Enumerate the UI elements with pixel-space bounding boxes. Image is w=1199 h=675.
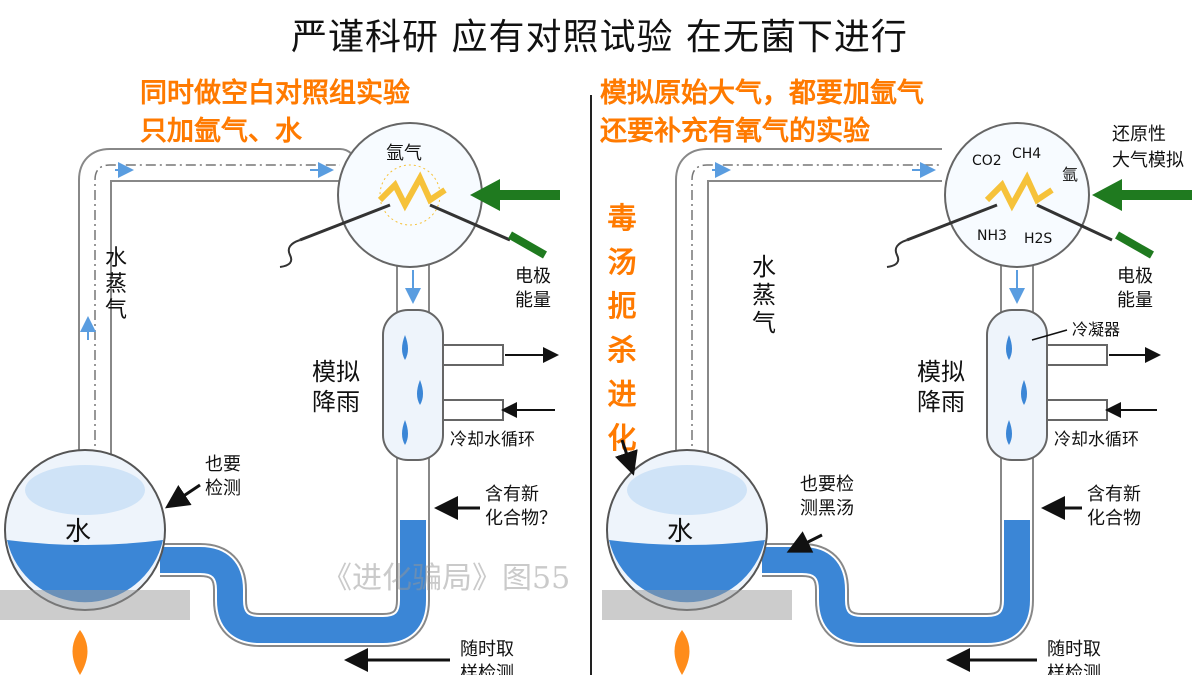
left-apparatus-diagram: 氩气 水 水蒸气 电极能量 模拟降雨 冷却水循环 也要检测 含有新化合物？ 随时… — [0, 122, 560, 675]
left-also-detect: 也要检测 — [205, 454, 241, 499]
left-water-column — [160, 520, 426, 643]
right-glass-tube-top — [675, 148, 942, 500]
svg-text:电极能量: 电极能量 — [515, 266, 551, 311]
right-caption-line1: 模拟原始大气，都要加氩气 — [600, 78, 924, 109]
left-sample-label: 随时取样检测 — [460, 639, 514, 675]
right-vapor-label: 水蒸气 — [752, 253, 776, 337]
left-condenser — [382, 309, 444, 461]
right-apparatus-diagram: CO2 CH4 NH3 H2S 氩 水 还原性大气模拟 水蒸气 电极能量 冷凝器… — [602, 122, 1192, 675]
right-also-detect: 也要检测黑汤 — [800, 474, 854, 519]
right-flask-label: 水 — [667, 517, 693, 547]
right-burner-grid — [602, 590, 792, 620]
svg-text:随时取样检测: 随时取样检测 — [460, 639, 514, 675]
left-electrode-right — [429, 203, 511, 242]
left-burner-grid — [0, 590, 190, 620]
left-rain-label: 模拟降雨 — [312, 358, 360, 416]
right-condenser — [986, 309, 1048, 461]
svg-text:随时取样检测: 随时取样检测 — [1047, 639, 1101, 675]
left-caption-line1: 同时做空白对照组实验 — [140, 78, 410, 109]
svg-text:水蒸气: 水蒸气 — [752, 253, 776, 337]
right-condenser-label: 冷凝器 — [1072, 320, 1120, 339]
svg-text:含有新化合物？: 含有新化合物？ — [485, 484, 557, 529]
svg-text:还原性大气模拟: 还原性大气模拟 — [1112, 124, 1184, 171]
right-new-compound: 含有新化合物 — [1087, 484, 1141, 529]
right-sample-label: 随时取样检测 — [1047, 639, 1101, 675]
vertical-note: 毒汤扼杀进化 — [607, 201, 637, 455]
svg-text:含有新化合物: 含有新化合物 — [1087, 484, 1141, 529]
left-new-compound: 含有新化合物？ — [485, 484, 557, 529]
right-gas-ch4: CH4 — [1012, 146, 1041, 162]
left-cooling-label: 冷却水循环 — [450, 430, 535, 450]
right-rain-label: 模拟降雨 — [917, 358, 965, 416]
svg-text:也要检测: 也要检测 — [205, 454, 241, 499]
right-gas-co2: CO2 — [972, 153, 1002, 169]
svg-text:模拟降雨: 模拟降雨 — [917, 358, 965, 416]
left-flame — [72, 630, 88, 675]
right-gas-h2s: H2S — [1024, 231, 1052, 247]
right-water-column — [762, 520, 1030, 643]
right-cooling-label: 冷却水循环 — [1054, 430, 1139, 450]
page-title: 严谨科研 应有对照试验 在无菌下进行 — [291, 17, 908, 58]
svg-text:电极能量: 电极能量 — [1117, 266, 1153, 311]
right-spark — [984, 171, 1054, 212]
right-gas-nh3: NH3 — [977, 228, 1007, 244]
right-flame — [674, 630, 690, 675]
svg-text:模拟降雨: 模拟降雨 — [312, 358, 360, 416]
watermark: 《进化骗局》图55 — [322, 561, 571, 596]
left-spark — [377, 171, 447, 212]
svg-text:水蒸气: 水蒸气 — [105, 246, 127, 323]
left-electrode-label: 电极能量 — [515, 266, 551, 311]
left-gas-label: 氩气 — [386, 143, 422, 164]
right-electrode-label: 电极能量 — [1117, 266, 1153, 311]
left-vapor-label: 水蒸气 — [105, 246, 127, 323]
left-caption-line2: 只加氩气、水 — [140, 116, 302, 147]
right-caption-line2: 还要补充有氧气的实验 — [600, 116, 870, 147]
right-reducing-label: 还原性大气模拟 — [1112, 124, 1184, 171]
panel-divider — [590, 95, 592, 675]
left-flask-label: 水 — [65, 517, 91, 547]
right-gas-side: 氩 — [1062, 165, 1078, 184]
svg-text:也要检测黑汤: 也要检测黑汤 — [800, 474, 854, 519]
left-electrode-left — [299, 203, 391, 242]
left-glass-tube-top — [78, 148, 357, 517]
